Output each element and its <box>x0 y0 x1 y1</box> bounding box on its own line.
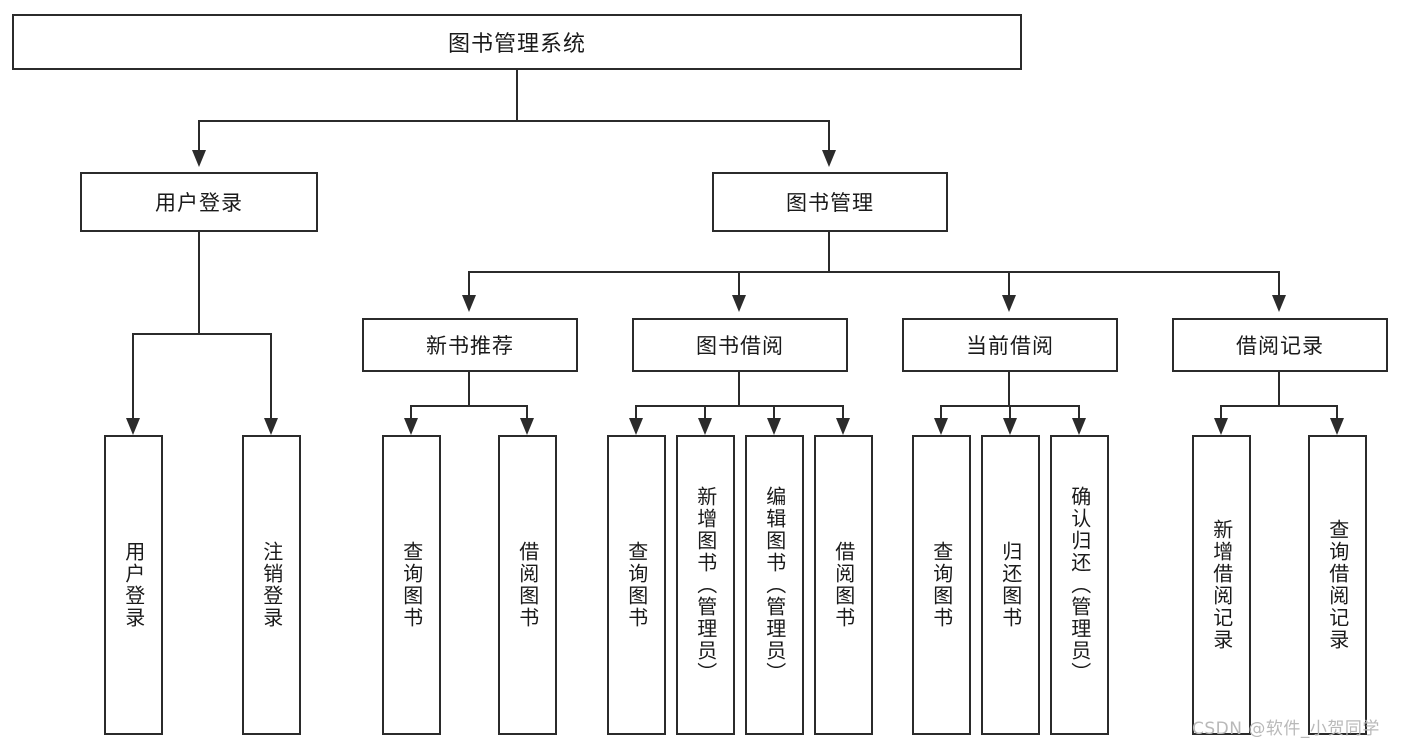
edge-new-book-recommend-stem <box>468 372 470 406</box>
node-book-borrow[interactable]: 图书借阅 <box>632 318 848 372</box>
node-root-system[interactable]: 图书管理系统 <box>12 14 1022 70</box>
edge-book-manage-to-l3-2 <box>1008 271 1010 295</box>
arrowhead-new-book-recommend-to-leaf-0 <box>404 418 418 435</box>
leaf-book-borrow-3[interactable]: 借阅图书 <box>814 435 873 735</box>
edge-root-to-user-login <box>198 120 200 150</box>
leaf-user-login-0[interactable]: 用户登录 <box>104 435 163 735</box>
leaf-new-book-recommend-1[interactable]: 借阅图书 <box>498 435 557 735</box>
edge-borrow-record-to-leaf-1 <box>1336 405 1338 418</box>
node-borrow-record[interactable]: 借阅记录 <box>1172 318 1388 372</box>
csdn-watermark: CSDN @软件_小贺同学 <box>1192 719 1380 739</box>
edge-current-borrow-to-leaf-2 <box>1078 405 1080 418</box>
arrowhead-root-to-user-login <box>192 150 206 167</box>
arrowhead-user-login-to-leaf-1 <box>264 418 278 435</box>
edge-book-manage-to-l3-3 <box>1278 271 1280 295</box>
arrowhead-current-borrow-to-leaf-1 <box>1003 418 1017 435</box>
edge-book-manage-to-l3-0 <box>468 271 470 295</box>
arrowhead-book-manage-to-l3-3 <box>1272 295 1286 312</box>
arrowhead-user-login-to-leaf-0 <box>126 418 140 435</box>
edge-root-to-book-manage <box>828 120 830 150</box>
edge-user-login-to-leaf-0 <box>132 333 134 418</box>
arrowhead-book-manage-to-l3-1 <box>732 295 746 312</box>
edge-borrow-record-bus <box>1220 405 1338 407</box>
edge-book-borrow-to-leaf-2 <box>773 405 775 418</box>
leaf-book-borrow-2[interactable]: 编辑图书（管理员） <box>745 435 804 735</box>
leaf-user-login-1[interactable]: 注销登录 <box>242 435 301 735</box>
edge-book-borrow-bus <box>635 405 843 407</box>
edge-user-login-bus <box>132 333 270 335</box>
arrowhead-current-borrow-to-leaf-2 <box>1072 418 1086 435</box>
edge-user-login-stem <box>198 232 200 334</box>
arrowhead-current-borrow-to-leaf-0 <box>934 418 948 435</box>
arrowhead-book-manage-to-l3-2 <box>1002 295 1016 312</box>
leaf-new-book-recommend-0[interactable]: 查询图书 <box>382 435 441 735</box>
arrowhead-borrow-record-to-leaf-0 <box>1214 418 1228 435</box>
leaf-book-borrow-1[interactable]: 新增图书（管理员） <box>676 435 735 735</box>
leaf-borrow-record-1[interactable]: 查询借阅记录 <box>1308 435 1367 735</box>
edge-book-manage-stem <box>828 232 830 272</box>
edge-book-manage-bus <box>468 271 1280 273</box>
edge-new-book-recommend-to-leaf-0 <box>410 405 412 418</box>
edge-book-manage-to-l3-1 <box>738 271 740 295</box>
edge-book-borrow-to-leaf-1 <box>704 405 706 418</box>
leaf-current-borrow-2[interactable]: 确认归还（管理员） <box>1050 435 1109 735</box>
edge-user-login-to-leaf-1 <box>270 333 272 418</box>
arrowhead-book-borrow-to-leaf-1 <box>698 418 712 435</box>
arrowhead-book-manage-to-l3-0 <box>462 295 476 312</box>
edge-book-borrow-to-leaf-0 <box>635 405 637 418</box>
edge-book-borrow-to-leaf-3 <box>842 405 844 418</box>
edge-book-borrow-stem <box>738 372 740 406</box>
arrowhead-book-borrow-to-leaf-0 <box>629 418 643 435</box>
edge-borrow-record-stem <box>1278 372 1280 406</box>
arrowhead-book-borrow-to-leaf-2 <box>767 418 781 435</box>
edge-new-book-recommend-to-leaf-1 <box>526 405 528 418</box>
leaf-current-borrow-0[interactable]: 查询图书 <box>912 435 971 735</box>
arrowhead-new-book-recommend-to-leaf-1 <box>520 418 534 435</box>
leaf-current-borrow-1[interactable]: 归还图书 <box>981 435 1040 735</box>
leaf-borrow-record-0[interactable]: 新增借阅记录 <box>1192 435 1251 735</box>
arrowhead-root-to-book-manage <box>822 150 836 167</box>
edge-current-borrow-to-leaf-0 <box>940 405 942 418</box>
node-current-borrow[interactable]: 当前借阅 <box>902 318 1118 372</box>
arrowhead-book-borrow-to-leaf-3 <box>836 418 850 435</box>
node-user-login[interactable]: 用户登录 <box>80 172 318 232</box>
edge-current-borrow-to-leaf-1 <box>1009 405 1011 418</box>
edge-root-stem <box>516 70 518 121</box>
node-book-manage[interactable]: 图书管理 <box>712 172 948 232</box>
edge-new-book-recommend-bus <box>410 405 528 407</box>
arrowhead-borrow-record-to-leaf-1 <box>1330 418 1344 435</box>
edge-current-borrow-stem <box>1008 372 1010 406</box>
leaf-book-borrow-0[interactable]: 查询图书 <box>607 435 666 735</box>
edge-borrow-record-to-leaf-0 <box>1220 405 1222 418</box>
edge-root-bus <box>198 120 830 122</box>
node-new-book-recommend[interactable]: 新书推荐 <box>362 318 578 372</box>
